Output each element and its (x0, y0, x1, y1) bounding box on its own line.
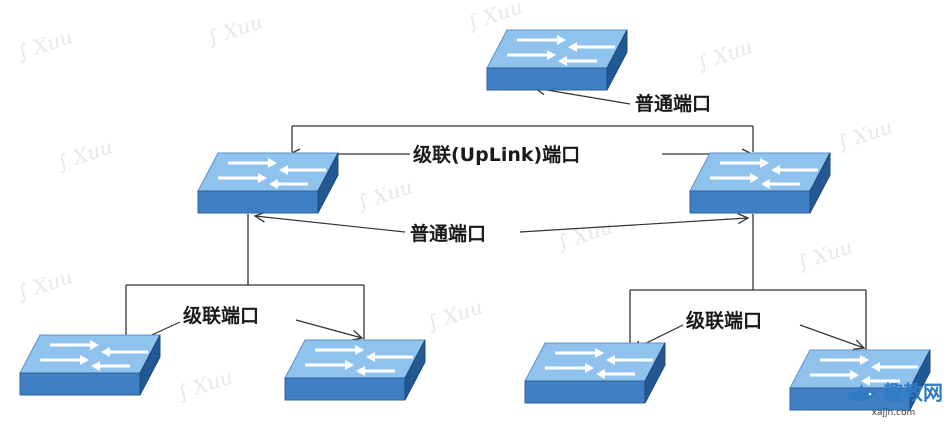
arrow-middle-normal-right (519, 218, 748, 233)
label-top-normal-port: 普通端口 (635, 92, 711, 115)
site-name: 趣教网 (883, 380, 943, 405)
switch-bottom-3 (523, 341, 667, 405)
svg-text:∫ Xuu: ∫ Xuu (14, 24, 75, 64)
site-watermark: 趣教网 xajjn.com (844, 382, 943, 418)
arrow-left-cascade-2 (295, 319, 362, 338)
switch-bottom-1 (18, 333, 162, 397)
arrow-middle-normal-left (255, 216, 406, 233)
site-domain: xajjn.com (871, 408, 916, 418)
label-middle-normal-port: 普通端口 (410, 222, 486, 245)
label-left-cascade-port: 级联端口 (183, 304, 259, 327)
svg-text:∫ Xuu: ∫ Xuu (554, 214, 615, 254)
svg-text:∫ Xuu: ∫ Xuu (14, 264, 75, 304)
switch-middle-left (196, 151, 340, 215)
shark-logo-icon (845, 384, 877, 402)
svg-text:∫ Xuu: ∫ Xuu (204, 9, 265, 49)
switch-middle-right (688, 151, 832, 215)
svg-text:∫ Xuu: ∫ Xuu (794, 234, 855, 274)
switch-bottom-2 (283, 338, 427, 402)
switch-top (485, 28, 629, 92)
label-right-cascade-port: 级联端口 (686, 309, 762, 332)
arrow-top-normal-port (535, 88, 631, 105)
arrow-right-cascade-2 (799, 324, 864, 348)
svg-text:∫ Xuu: ∫ Xuu (354, 174, 415, 214)
svg-text:∫ Xuu: ∫ Xuu (834, 114, 895, 154)
svg-text:∫ Xuu: ∫ Xuu (174, 364, 235, 404)
connection-lines (125, 125, 867, 350)
svg-text:∫ Xuu: ∫ Xuu (694, 34, 755, 74)
svg-text:∫ Xuu: ∫ Xuu (54, 134, 115, 174)
label-uplink-port: 级联(UpLink)端口 (413, 143, 580, 166)
svg-text:∫ Xuu: ∫ Xuu (424, 294, 485, 334)
port-arrows (128, 88, 864, 350)
